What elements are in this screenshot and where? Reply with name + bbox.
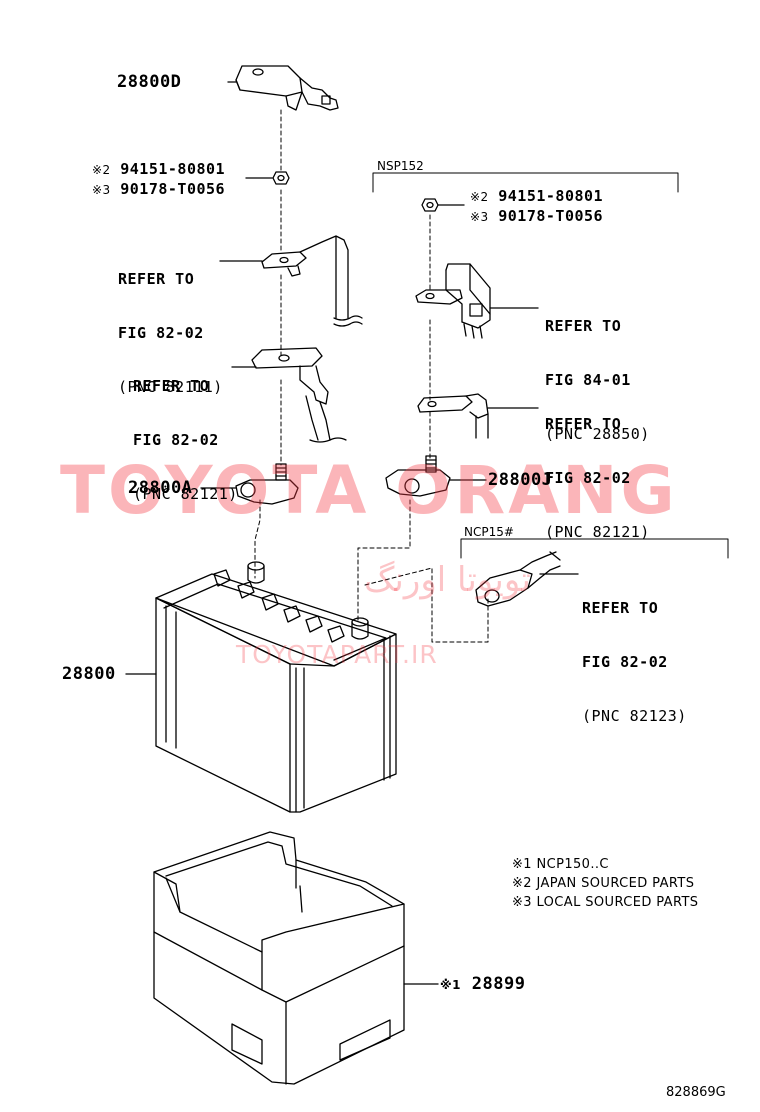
ref-82111-line1: REFER TO — [118, 270, 195, 288]
ref-28850-line3: (PNC 28850) — [545, 425, 650, 443]
watermark-brand-fa: تویوتا اورنگ — [364, 560, 531, 600]
ref-82123-line2[interactable]: FIG 82-02 — [582, 653, 668, 671]
ref-label-82123[interactable]: REFER TO FIG 82-02 (PNC 82123) — [582, 563, 687, 743]
ref-82123-line1: REFER TO — [582, 599, 659, 617]
battery-tray-28899[interactable] — [153, 831, 405, 1085]
nut-left-mark-1: ※2 — [92, 163, 111, 177]
nsp152-group-bracket — [372, 172, 679, 193]
nut-left-mark-2: ※3 — [92, 183, 111, 197]
ref-82121-left-line3: (PNC 82121) — [133, 485, 238, 503]
ref-82121-left-line1: REFER TO — [133, 377, 210, 395]
ref-28850-line2[interactable]: FIG 84-01 — [545, 371, 631, 389]
ref-28850-line1: REFER TO — [545, 317, 622, 335]
nut-right[interactable] — [421, 198, 439, 212]
nut-right-mark-1: ※2 — [470, 190, 489, 204]
nut-right-label-1[interactable]: ※2 94151-80801 — [470, 187, 603, 206]
legend-item-3: ※3 LOCAL SOURCED PARTS — [512, 895, 699, 910]
ref-label-82121-left[interactable]: REFER TO FIG 82-02 (PNC 82121) — [133, 341, 238, 521]
legend-item-2: ※2 JAPAN SOURCED PARTS — [512, 876, 695, 891]
figure-id: 828869G — [666, 1085, 726, 1100]
ref-label-28850[interactable]: REFER TO FIG 84-01 (PNC 28850) — [545, 281, 650, 461]
nut-left-pn-1[interactable]: 94151-80801 — [120, 160, 226, 178]
nut-left-label-1[interactable]: ※2 94151-80801 — [92, 160, 225, 179]
bracket-82121-left[interactable] — [251, 347, 347, 443]
nut-right-pn-2[interactable]: 90178-T0056 — [498, 207, 604, 225]
part-number-28800a[interactable]: 28800A — [128, 478, 193, 498]
ref-label-82121-right[interactable]: REFER TO FIG 82-02 (PNC 82121) — [545, 379, 650, 559]
tray-footnote-mark: ※1 — [440, 978, 462, 992]
battery-terminal-posts — [247, 561, 369, 640]
battery-cell-caps — [213, 569, 345, 643]
nut-left-label-2[interactable]: ※3 90178-T0056 — [92, 180, 225, 199]
nut-left[interactable] — [272, 171, 290, 185]
tray-part-number[interactable]: 28899 — [471, 974, 526, 994]
battery-28800[interactable] — [155, 561, 397, 813]
ref-82121-right-line2[interactable]: FIG 82-02 — [545, 469, 631, 487]
terminal-28800j[interactable] — [385, 455, 451, 497]
assembly-dashed-lines — [254, 109, 489, 643]
fusible-link-28850[interactable] — [415, 263, 491, 339]
watermark-site: TOYOTAPART.IR — [236, 640, 438, 669]
nut-right-mark-2: ※3 — [470, 210, 489, 224]
group-label-ncp15: NCP15# — [464, 525, 514, 539]
cable-bracket-82111[interactable] — [261, 235, 363, 327]
part-number-28800[interactable]: 28800 — [62, 664, 116, 684]
group-label-nsp152: NSP152 — [377, 159, 424, 173]
ref-82111-line3: (PNC 82111) — [118, 378, 223, 396]
part-number-28899[interactable]: ※1 28899 — [440, 975, 525, 994]
legend-item-1: ※1 NCP150..C — [512, 857, 609, 872]
part-number-28800j[interactable]: 28800J — [488, 470, 553, 490]
nut-left-pn-2[interactable]: 90178-T0056 — [120, 180, 226, 198]
ref-82111-line2[interactable]: FIG 82-02 — [118, 324, 204, 342]
cable-82121-right[interactable] — [417, 393, 489, 439]
watermark-brand: TOYOTA ORANG — [60, 452, 678, 529]
ref-82123-line3: (PNC 82123) — [582, 707, 687, 725]
ref-label-82111[interactable]: REFER TO FIG 82-02 (PNC 82111) — [118, 234, 223, 414]
ref-82121-left-line2[interactable]: FIG 82-02 — [133, 431, 219, 449]
nut-right-label-2[interactable]: ※3 90178-T0056 — [470, 207, 603, 226]
ref-82121-right-line1: REFER TO — [545, 415, 622, 433]
nut-right-pn-1[interactable]: 94151-80801 — [498, 187, 604, 205]
terminal-cover-28800d[interactable] — [235, 65, 339, 111]
terminal-28800a[interactable] — [235, 463, 299, 505]
ncp15-group-bracket — [460, 538, 729, 559]
part-number-28800d[interactable]: 28800D — [117, 72, 182, 92]
ref-82121-right-line3: (PNC 82121) — [545, 523, 650, 541]
